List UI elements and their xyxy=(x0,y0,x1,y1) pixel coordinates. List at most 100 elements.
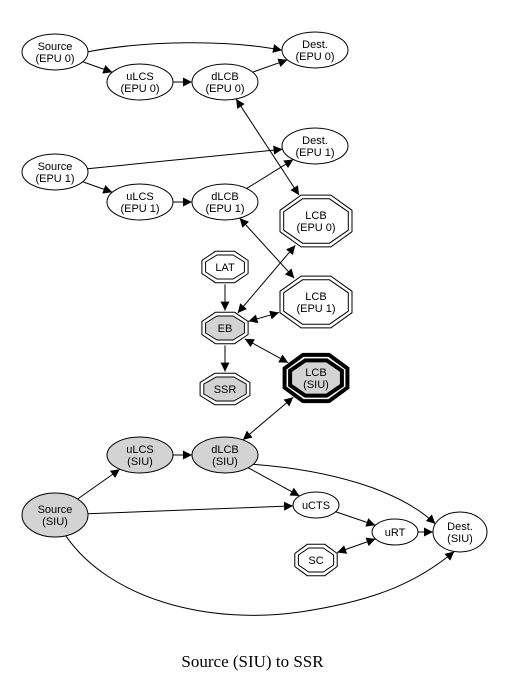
edge-eb-to-lcb-epu1 xyxy=(248,310,280,324)
node-dest-epu1-label-line-0: Dest. xyxy=(302,135,328,147)
node-dlcb-epu0-label-line-0: dLCB xyxy=(211,71,239,83)
node-lcb-siu-label-line-0: LCB xyxy=(305,367,326,379)
edge-src-epu0-to-ulcs-epu0 xyxy=(82,61,113,74)
node-lcb-siu-label-line-1: (SIU) xyxy=(303,379,329,391)
node-ulcs-epu1: uLCS(EPU 1) xyxy=(106,183,174,221)
node-src-epu0-label-line-1: (EPU 0) xyxy=(35,53,74,65)
node-ulcs-epu1-shape xyxy=(106,183,174,221)
node-src-siu-shape xyxy=(21,492,89,538)
node-lat: LAT xyxy=(201,250,249,284)
node-dlcb-siu: dLCB(SIU) xyxy=(191,436,259,474)
node-dest-epu0-label-line-1: (EPU 0) xyxy=(295,51,334,63)
edge-src-epu0-to-dest-epu0 xyxy=(87,42,283,53)
edge-src-epu1-to-ulcs-epu1 xyxy=(82,181,113,194)
figure-caption: Source (SIU) to SSR xyxy=(181,652,324,671)
node-eb-label-line-0: EB xyxy=(218,323,233,335)
node-src-epu0-label-line-0: Source xyxy=(38,41,73,53)
node-ssr: SSR xyxy=(199,372,251,406)
edge-dlcb-epu0-to-lcb-epu0 xyxy=(235,98,300,196)
node-dlcb-epu1-label-line-0: dLCB xyxy=(211,191,239,203)
node-lcb-epu0-label-line-1: (EPU 0) xyxy=(296,222,335,234)
node-lcb-epu1: LCB(EPU 1) xyxy=(279,275,353,329)
edge-sc-to-urt xyxy=(336,537,376,554)
edges xyxy=(65,42,455,616)
node-src-siu-label-line-1: (SIU) xyxy=(42,516,68,528)
node-dest-siu: Dest.(SIU) xyxy=(432,511,488,553)
node-sc: SC xyxy=(294,543,338,577)
edge-dlcb-siu-to-ucts xyxy=(248,467,300,497)
node-dest-epu0: Dest.(EPU 0) xyxy=(281,31,349,69)
edge-dlcb-epu1-to-dest-epu1 xyxy=(246,159,294,189)
node-lat-inner-ring xyxy=(205,254,245,280)
node-lcb-epu0: LCB(EPU 0) xyxy=(279,194,353,248)
edge-eb-to-lcb-epu0 xyxy=(237,245,296,314)
node-ulcs-siu: uLCS(SIU) xyxy=(106,436,174,474)
edge-dlcb-epu0-to-dest-epu0 xyxy=(252,58,288,73)
nodes: Source(EPU 0)Dest.(EPU 0)uLCS(EPU 0)dLCB… xyxy=(21,31,488,577)
edge-src-siu-to-ucts xyxy=(87,501,294,515)
edge-src-epu1-to-dest-epu1 xyxy=(87,145,283,170)
node-lcb-epu0-label-line-0: LCB xyxy=(305,210,326,222)
node-dlcb-epu1-label-line-1: (EPU 1) xyxy=(205,203,244,215)
node-ulcs-siu-label-line-1: (SIU) xyxy=(127,456,153,468)
node-ulcs-siu-label-line-0: uLCS xyxy=(126,444,154,456)
node-ssr-inner-ring xyxy=(203,376,247,402)
node-eb: EB xyxy=(201,311,249,345)
node-dest-epu1-label-line-1: (EPU 1) xyxy=(295,147,334,159)
node-dlcb-epu0: dLCB(EPU 0) xyxy=(191,63,259,101)
node-ucts: uCTS xyxy=(292,491,340,519)
node-ulcs-epu0-label-line-0: uLCS xyxy=(126,71,154,83)
node-dlcb-epu0-label-line-1: (EPU 0) xyxy=(205,83,244,95)
node-dest-epu0-shape xyxy=(281,31,349,69)
node-dlcb-epu1-shape xyxy=(191,183,259,221)
node-dlcb-siu-shape xyxy=(191,436,259,474)
node-src-epu1: Source(EPU 1) xyxy=(21,153,89,191)
edge-src-siu-to-dest-siu xyxy=(65,535,455,616)
node-src-siu-label-line-0: Source xyxy=(38,504,73,516)
edge-eb-to-lcb-siu xyxy=(244,338,289,364)
node-urt-shape xyxy=(371,518,419,546)
node-dlcb-siu-label-line-1: (SIU) xyxy=(212,456,238,468)
node-lat-label-line-0: LAT xyxy=(215,262,235,274)
node-ucts-shape xyxy=(292,491,340,519)
edge-src-siu-to-ulcs-siu xyxy=(77,468,121,500)
node-ulcs-epu0-shape xyxy=(106,63,174,101)
node-src-epu1-shape xyxy=(21,153,89,191)
node-lcb-epu0-inner-ring xyxy=(283,198,349,244)
node-ssr-label-line-0: SSR xyxy=(214,384,237,396)
node-dest-epu0-label-line-0: Dest. xyxy=(302,39,328,51)
node-src-epu0-shape xyxy=(21,33,89,71)
node-urt-label-line-0: uRT xyxy=(385,527,406,539)
node-src-epu0: Source(EPU 0) xyxy=(21,33,89,71)
node-sc-label-line-0: SC xyxy=(308,555,323,567)
node-ulcs-epu1-label-line-0: uLCS xyxy=(126,191,154,203)
edge-dlcb-siu-to-lcb-siu xyxy=(242,396,294,441)
node-lcb-siu-inner-ring xyxy=(288,358,344,398)
node-ulcs-epu0-label-line-1: (EPU 0) xyxy=(120,83,159,95)
node-eb-inner-ring xyxy=(205,315,245,341)
node-src-epu1-label-line-0: Source xyxy=(38,161,73,173)
node-ulcs-siu-shape xyxy=(106,436,174,474)
node-lcb-epu1-label-line-0: LCB xyxy=(305,291,326,303)
node-dlcb-epu0-shape xyxy=(191,63,259,101)
node-ucts-label-line-0: uCTS xyxy=(302,500,330,512)
node-lcb-epu1-label-line-1: (EPU 1) xyxy=(296,303,335,315)
node-src-epu1-label-line-1: (EPU 1) xyxy=(35,173,74,185)
node-src-siu: Source(SIU) xyxy=(21,492,89,538)
node-lcb-siu: LCB(SIU) xyxy=(282,352,350,404)
node-dest-siu-label-line-0: Dest. xyxy=(447,521,473,533)
dependency-graph: Source(EPU 0)Dest.(EPU 0)uLCS(EPU 0)dLCB… xyxy=(21,31,488,616)
node-dest-siu-label-line-1: (SIU) xyxy=(447,533,473,545)
node-dest-siu-shape xyxy=(432,511,488,553)
node-dest-epu1-shape xyxy=(281,127,349,165)
node-dest-epu1: Dest.(EPU 1) xyxy=(281,127,349,165)
node-sc-inner-ring xyxy=(297,547,335,573)
node-ulcs-epu0: uLCS(EPU 0) xyxy=(106,63,174,101)
edge-dlcb-siu-to-dest-siu xyxy=(253,463,436,525)
node-dlcb-siu-label-line-0: dLCB xyxy=(211,444,239,456)
node-ulcs-epu1-label-line-1: (EPU 1) xyxy=(120,203,159,215)
node-lcb-epu1-inner-ring xyxy=(283,279,349,325)
edge-ucts-to-urt xyxy=(335,511,376,527)
node-dlcb-epu1: dLCB(EPU 1) xyxy=(191,183,259,221)
node-urt: uRT xyxy=(371,518,419,546)
